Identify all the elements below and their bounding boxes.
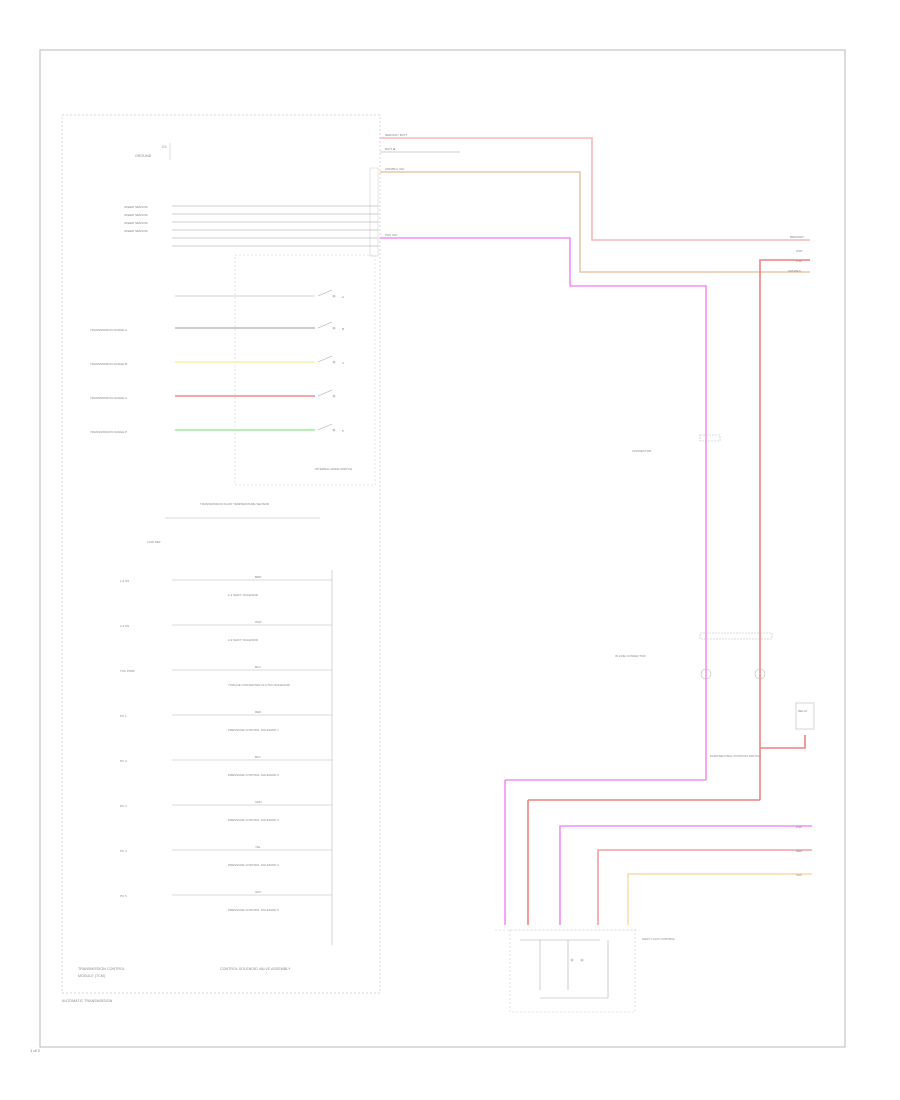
bottom-module-label: SHIFT LOCK CONTROL <box>642 937 675 941</box>
module-ground-label: G1 <box>162 145 167 149</box>
right-wire-tag: WHT <box>796 249 803 253</box>
module-ground-sub: GROUND <box>135 154 152 158</box>
solenoid-wire-color: BLU <box>255 665 261 669</box>
switch-input-label: TRANSMISSION RANGE P <box>90 430 127 434</box>
mode-switch-state: B <box>342 327 344 331</box>
speed-sensor-label: SPEED SENSOR <box>124 205 149 209</box>
module-title: AUTOMATIC TRANSMISSION <box>62 999 113 1003</box>
solenoid-name: 2-3 SHIFT SOLENOID <box>228 638 259 642</box>
speed-sensor-label: SPEED SENSOR <box>124 229 149 233</box>
solenoid-row: 2-3 SS WHT 2-3 SHIFT SOLENOID <box>120 620 332 642</box>
switch-input-label: TRANSMISSION RANGE B <box>90 362 127 366</box>
solenoid-wire-color: BLK <box>255 755 261 759</box>
relay-box <box>795 702 815 730</box>
solenoid-name: PRESSURE CONTROL SOLENOID 5 <box>228 908 279 912</box>
shift-switch-label: PARK/NEUTRAL POSITION SWITCH <box>710 754 761 758</box>
top-wire-label: RED/WHT BATT <box>385 133 407 137</box>
temp-sensor-label: TRANSMISSION FLUID TEMPERATURE SENSOR <box>200 502 270 506</box>
top-wire-label: ORN/BLK IGN <box>385 167 404 171</box>
top-wire-label: BATT ■ <box>385 147 395 151</box>
right-wire-tags: BRN/WHT WHT PNK ORN/BLK <box>788 235 804 273</box>
solenoid-row: PC 2 BLK PRESSURE CONTROL SOLENOID 2 <box>120 755 332 777</box>
solenoid-wire-color: YEL <box>255 845 261 849</box>
connector-markers <box>699 434 773 680</box>
solenoid-row: TCC PWM BLU TORQUE CONVERTER CLUTCH SOLENO… <box>120 665 332 687</box>
solenoid-wire-color: GRN <box>255 800 262 804</box>
mode-switch-state: P <box>342 429 344 433</box>
solenoid-name: 1-2 SHIFT SOLENOID <box>228 593 259 597</box>
mode-switch-state: A <box>342 295 344 299</box>
solenoid-name: PRESSURE CONTROL SOLENOID 2 <box>228 773 279 777</box>
solenoid-row: PC 4 YEL PRESSURE CONTROL SOLENOID 4 <box>120 845 332 867</box>
solenoid-wire-color: RED <box>255 710 262 714</box>
speed-sensor-label: SPEED SENSOR <box>124 221 149 225</box>
diagram-frame <box>39 49 846 1048</box>
solenoid-wire-color: BRN <box>255 575 261 579</box>
right-wire-tag: PNK <box>796 259 802 263</box>
solenoid-pin-label: PC 3 <box>120 804 127 808</box>
solenoid-wire-color: GRY <box>255 890 261 894</box>
top-wire-label: PNK IGN <box>385 233 397 237</box>
bottom-module-internals <box>520 939 609 999</box>
solenoid-pin-label: TCC PWM <box>120 669 135 673</box>
speed-sensor-lines <box>172 205 378 247</box>
solenoid-pin-label: 2-3 SS <box>120 624 129 628</box>
solenoid-name: PRESSURE CONTROL SOLENOID 4 <box>228 863 279 867</box>
solenoid-row: 1-2 SS BRN 1-2 SHIFT SOLENOID <box>120 575 332 597</box>
low-ref-label: LOW REF <box>147 540 161 544</box>
connector-a-label: CONNECTOR <box>632 449 652 453</box>
bottom-wire-tag: TAN <box>796 873 802 877</box>
solenoid-name: PRESSURE CONTROL SOLENOID 1 <box>228 728 279 732</box>
mode-switch-label: INTERNAL MODE SWITCH <box>315 467 352 471</box>
mode-switch-box <box>234 254 376 486</box>
solenoid-pin-label: PC 2 <box>120 759 127 763</box>
switch-contacts <box>317 289 336 432</box>
solenoid-name: PRESSURE CONTROL SOLENOID 3 <box>228 818 279 822</box>
relay-label: RELAY <box>798 709 808 713</box>
solenoid-pin-label: PC 5 <box>120 894 127 898</box>
right-wire-tag: BRN/WHT <box>790 235 804 239</box>
speed-sensor-label: SPEED SENSOR <box>124 213 149 217</box>
footer-label: 1 of 2 <box>30 1048 41 1053</box>
module-box <box>61 114 381 994</box>
mode-switch-state: C <box>342 361 345 365</box>
switch-inputs <box>175 295 315 431</box>
solenoid-row: PC 3 GRN PRESSURE CONTROL SOLENOID 3 <box>120 800 332 822</box>
tcm-label-line: MODULE (TCM) <box>78 974 105 978</box>
right-wire-tag: ORN/BLK <box>788 269 801 273</box>
solenoid-pin-label: PC 1 <box>120 714 127 718</box>
module-connector <box>369 167 379 257</box>
solenoid-pin-label: PC 4 <box>120 849 127 853</box>
valve-body-label: CONTROL SOLENOID VALVE ASSEMBLY <box>220 967 291 971</box>
inline-connector-label: IN LINE CONNECTOR <box>615 654 646 658</box>
bottom-wire-tag: RED <box>796 849 803 853</box>
switch-input-label: TRANSMISSION RANGE C <box>90 396 128 400</box>
switch-input-label: TRANSMISSION RANGE A <box>90 328 127 332</box>
solenoid-pin-label: 1-2 SS <box>120 579 129 583</box>
solenoid-row: PC 5 GRY PRESSURE CONTROL SOLENOID 5 <box>120 890 332 912</box>
solenoid-row: PC 1 RED PRESSURE CONTROL SOLENOID 1 <box>120 710 332 732</box>
bottom-module-box <box>509 929 636 1013</box>
solenoid-name: TORQUE CONVERTER CLUTCH SOLENOID <box>228 683 291 687</box>
tcm-label-line: TRANSMISSION CONTROL <box>78 967 125 971</box>
bottom-wire-tag: PNK <box>796 825 802 829</box>
solenoid-wire-color: WHT <box>255 620 262 624</box>
right-wiring <box>504 415 812 925</box>
top-wire-group <box>380 137 810 610</box>
